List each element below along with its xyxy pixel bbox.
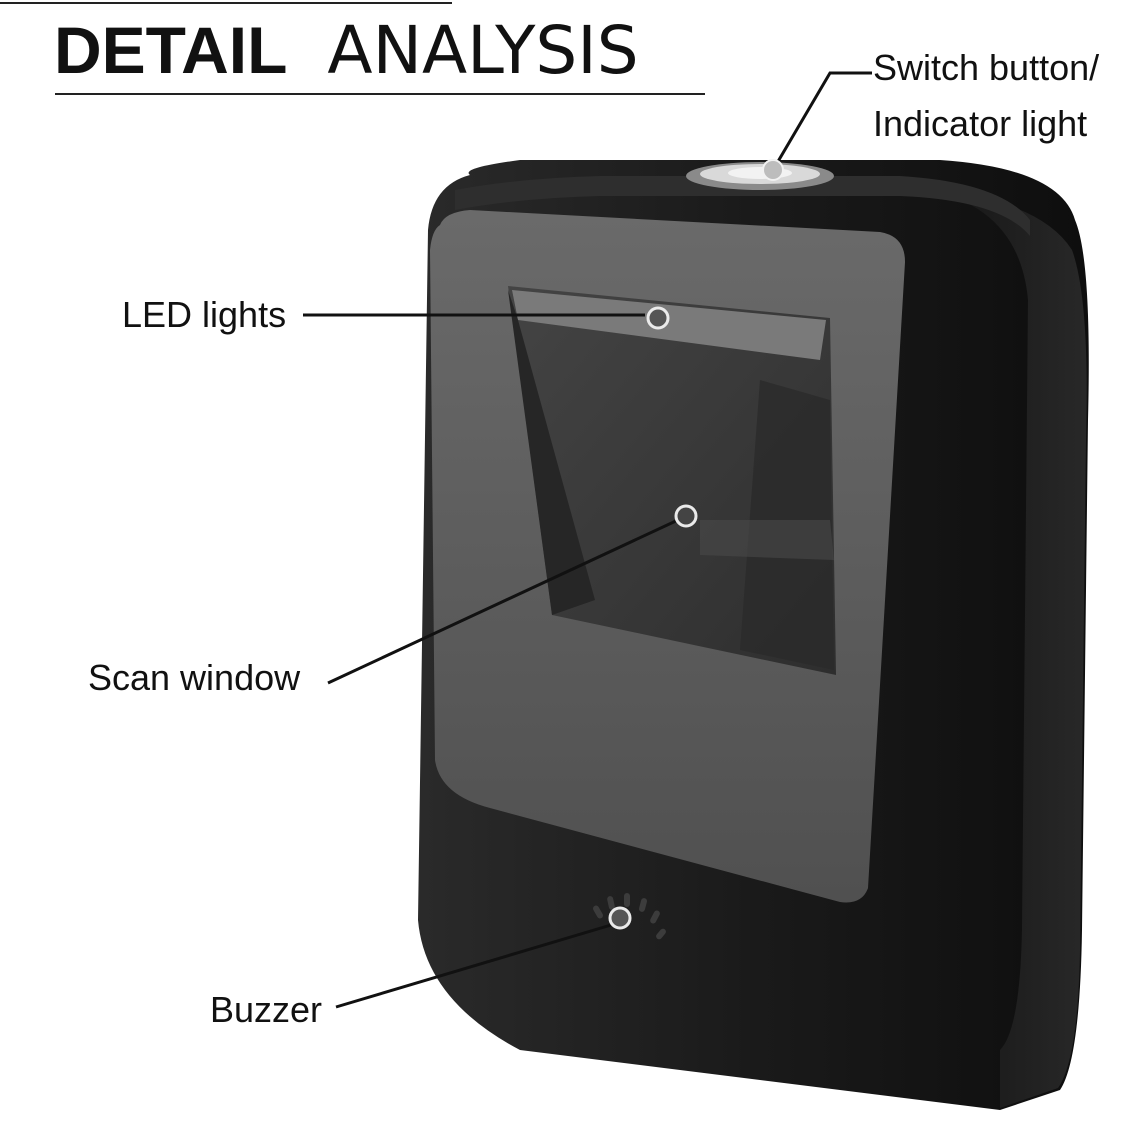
buzzer-holes-icon <box>593 893 666 940</box>
scan-marker <box>674 504 698 528</box>
label-buzzer: Buzzer <box>210 989 323 1030</box>
header: DETAIL ANALYSIS <box>0 0 720 100</box>
label-switch-line1: Switch button/ <box>873 47 1100 88</box>
top-rule <box>0 2 452 4</box>
buzzer-marker <box>608 906 632 930</box>
title-light: ANALYSIS <box>327 12 639 89</box>
label-switch: Switch button/ Indicator light <box>873 40 1099 152</box>
label-led: LED lights <box>122 294 287 335</box>
title-bold: DETAIL <box>54 13 288 87</box>
switch-callout-line <box>771 71 872 171</box>
page-title: DETAIL ANALYSIS <box>54 10 639 91</box>
callout-lines <box>303 71 872 1009</box>
label-switch-line2: Indicator light <box>873 103 1088 144</box>
label-scan: Scan window <box>88 657 301 698</box>
buzzer-callout-line <box>335 923 612 1009</box>
switch-button-icon <box>686 162 834 190</box>
callout-markers <box>608 159 784 930</box>
scan-window <box>508 286 836 675</box>
switch-marker <box>762 159 784 181</box>
scan-callout-line <box>327 518 679 685</box>
led-marker <box>646 306 670 330</box>
title-underline <box>55 93 705 95</box>
